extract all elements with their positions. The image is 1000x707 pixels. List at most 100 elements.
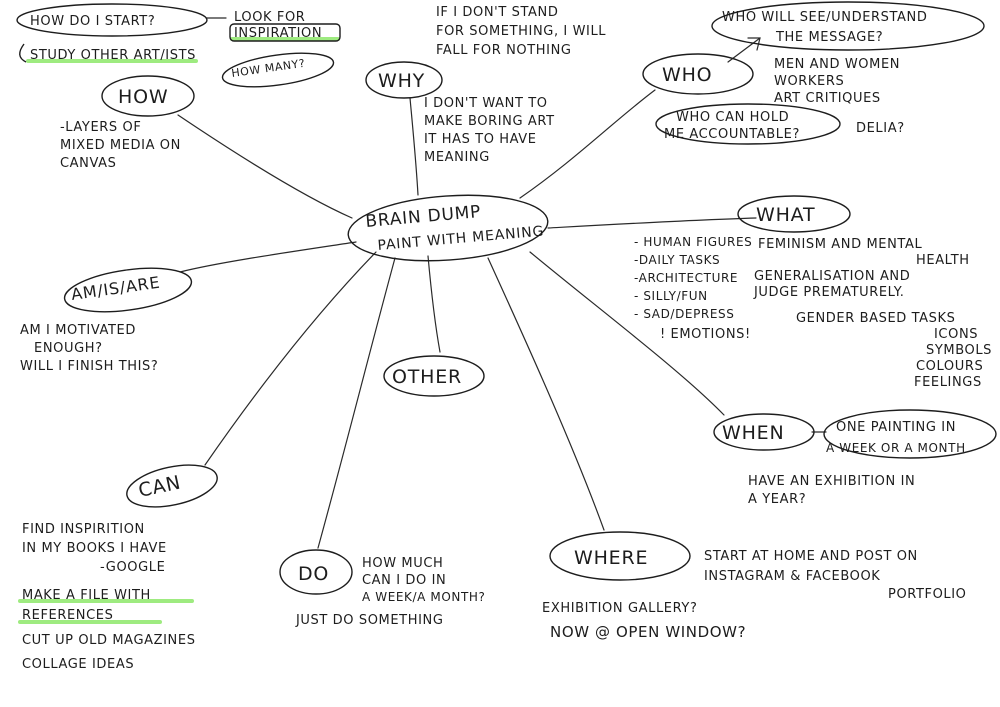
who-label: Who <box>662 64 712 86</box>
who-audience-2: workers <box>774 74 844 89</box>
what-gender-5: feelings <box>914 375 982 390</box>
how-study: Study other art/ists <box>30 48 196 63</box>
am-is-are-bubble <box>63 267 193 313</box>
what-gender-3: symbols <box>926 343 992 358</box>
connector-what <box>547 217 757 229</box>
center-node[interactable]: Brain Dump Paint with meaning <box>346 189 550 267</box>
what-topic-2: health <box>916 253 970 268</box>
where-note-2: Now @ Open Window? <box>550 623 746 641</box>
can-make-file-2: references <box>22 608 113 623</box>
why-node[interactable]: Why <box>365 61 443 99</box>
when-node[interactable]: When <box>713 413 815 451</box>
who-branch: Who will see/understand the message? Men… <box>655 1 985 145</box>
connector-who-arrow-head <box>747 37 761 51</box>
how-look-for: Look for <box>234 10 305 25</box>
what-list-1: - Human figures <box>634 235 752 249</box>
who-accountable-bubble <box>655 103 841 145</box>
can-note-3: -Google <box>100 560 165 575</box>
when-detail-bubble <box>823 409 997 459</box>
where-branch: Start at home and post on Instagram & Fa… <box>542 549 967 641</box>
connector-am <box>179 241 357 273</box>
how-note-2: mixed media on <box>60 138 181 153</box>
how-inspiration-box <box>229 23 341 42</box>
am-branch: Am I motivated enough? Will I finish thi… <box>20 323 158 374</box>
who-accountable-2: me accountable? <box>664 127 800 142</box>
do-bubble <box>279 549 353 595</box>
what-gender-1: Gender based tasks <box>796 311 955 326</box>
connector-do <box>317 257 396 549</box>
can-more-2: collage ideas <box>22 657 134 672</box>
what-list-4: - Silly/Fun <box>634 289 708 303</box>
why-note-4: meaning <box>424 150 490 165</box>
where-node[interactable]: Where <box>549 531 691 581</box>
connector-where <box>487 257 605 531</box>
how-study-bracket <box>19 43 27 63</box>
when-note-1: Have an exhibition in <box>748 474 915 489</box>
who-see-bubble <box>711 1 985 51</box>
when-label: When <box>722 422 785 444</box>
why-quote-2: for something, I will <box>436 24 606 39</box>
how-node[interactable]: How <box>101 75 195 117</box>
can-node[interactable]: Can <box>123 458 221 514</box>
where-start-2: Instagram & Facebook <box>704 569 880 584</box>
what-branch: - Human figures -Daily tasks -Architectu… <box>634 235 992 390</box>
connector-other <box>427 255 441 353</box>
why-quote-3: fall for nothing <box>436 43 572 58</box>
who-accountable-1: Who can hold <box>676 110 789 125</box>
how-start-bubble <box>16 3 208 37</box>
center-title: Brain Dump <box>365 202 482 232</box>
how-inspiration: Inspiration <box>234 26 322 41</box>
who-accountable-answer: Delia? <box>856 121 905 136</box>
other-node[interactable]: Other <box>383 355 485 397</box>
how-bubble <box>101 75 195 117</box>
highlighter-marks <box>18 37 340 624</box>
do-branch: How much can I do in a week/a month? Jus… <box>295 556 486 628</box>
what-list-5: - Sad/Depress <box>634 307 735 321</box>
when-detail-2: a week or a month <box>826 441 966 455</box>
what-topic-4: judge prematurely. <box>753 285 904 300</box>
what-gender-4: colours <box>916 359 983 374</box>
when-bubble <box>713 413 815 451</box>
am-note-2: enough? <box>34 341 103 356</box>
what-list-3: -Architecture <box>634 271 738 285</box>
who-node[interactable]: Who <box>642 53 754 95</box>
where-bubble <box>549 531 691 581</box>
other-bubble <box>383 355 485 397</box>
how-branch: How do I start? Look for Inspiration Stu… <box>16 3 341 171</box>
what-list-2: -Daily tasks <box>634 253 720 267</box>
what-gender-2: icons <box>934 327 978 342</box>
who-bubble <box>642 53 754 95</box>
why-label: Why <box>378 70 425 92</box>
why-branch: If I don't stand for something, I will f… <box>424 5 606 165</box>
connector-why <box>409 97 419 196</box>
how-note-3: canvas <box>60 156 117 171</box>
do-question-1: How much <box>362 556 443 571</box>
when-note-2: a year? <box>748 492 806 507</box>
how-label: How <box>118 86 168 108</box>
am-is-are-node[interactable]: Am/Is/Are <box>62 261 194 318</box>
how-many: How many? <box>231 57 307 80</box>
can-branch: Find inspirition in my books I have -Goo… <box>22 522 195 672</box>
am-note-3: Will I finish this? <box>20 359 158 374</box>
connector-how <box>177 114 353 219</box>
can-note-1: Find inspirition <box>22 522 145 537</box>
who-audience-3: art critiques <box>774 91 881 106</box>
where-start-3: portfolio <box>888 587 967 602</box>
do-node[interactable]: Do <box>279 549 353 595</box>
where-label: Where <box>574 547 648 569</box>
center-bubble <box>347 194 549 262</box>
why-bubble <box>365 61 443 99</box>
connector-when <box>529 251 725 416</box>
can-make-file-1: Make a file with <box>22 588 151 603</box>
what-node[interactable]: What <box>737 195 851 233</box>
can-note-2: in my books I have <box>22 541 167 556</box>
why-quote-1: If I don't stand <box>436 5 558 20</box>
what-label: What <box>756 204 815 226</box>
do-question-3: a week/a month? <box>362 590 486 604</box>
why-note-2: make boring art <box>424 114 555 129</box>
why-note-1: I don't want to <box>424 96 548 111</box>
what-topic-1: Feminism and mental <box>758 237 922 252</box>
other-label: Other <box>392 366 462 388</box>
am-note-1: Am I motivated <box>20 323 136 338</box>
